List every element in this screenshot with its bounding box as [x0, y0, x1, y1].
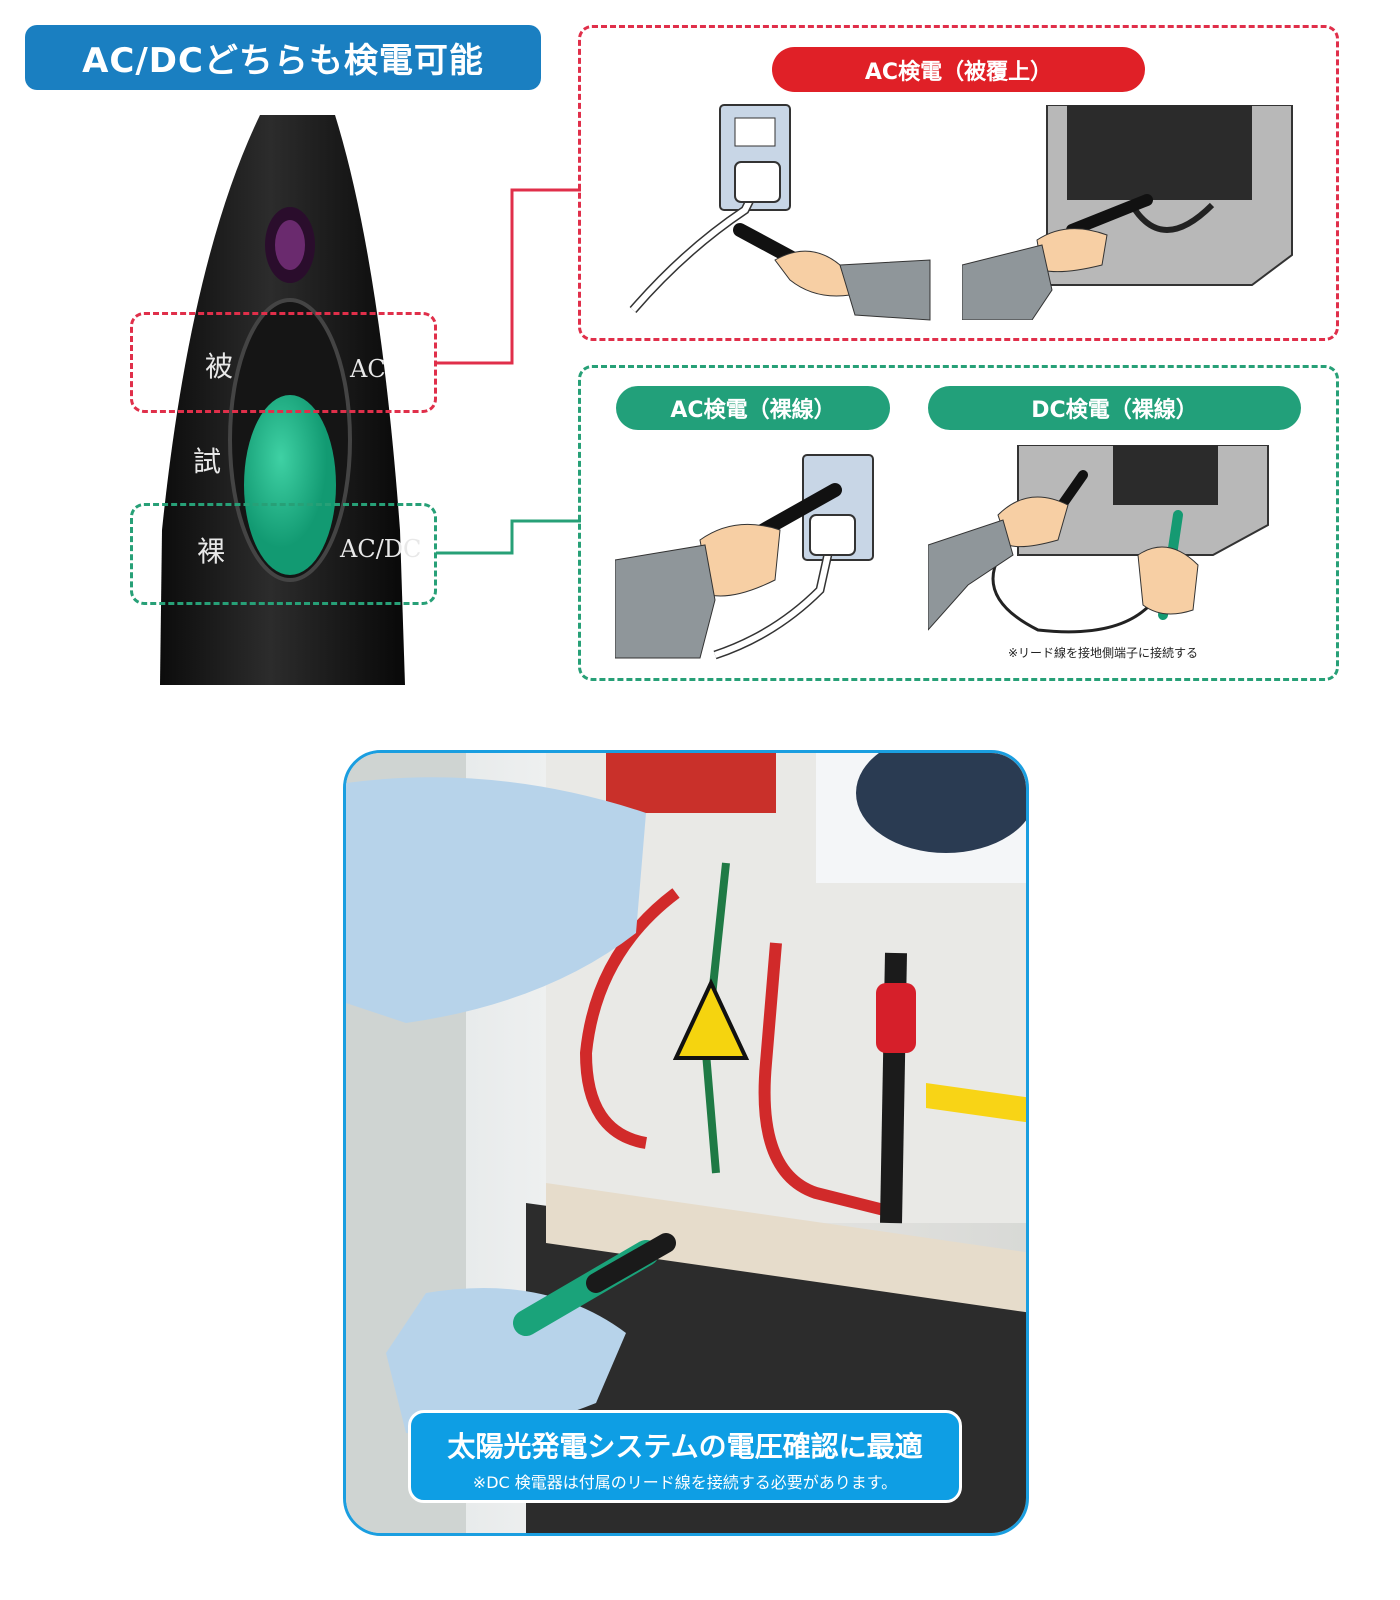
outlet-coated-illustration	[629, 104, 931, 321]
tester-label-coated: 被	[205, 350, 234, 383]
photo-caption: 太陽光発電システムの電圧確認に最適 ※DC 検電器は付属のリード線を接続する必要…	[408, 1410, 962, 1503]
dc-lead-note: ※リード線を接地側端子に接続する	[1008, 646, 1199, 660]
breaker-coated-illustration	[962, 105, 1293, 320]
dc-bare-label: DC検電（裸線）	[928, 386, 1301, 430]
caption-note: ※DC 検電器は付属のリード線を接続する必要があります。	[472, 1473, 898, 1492]
ac-coated-label: AC検電（被覆上）	[772, 47, 1145, 92]
outlet-bare-illustration	[615, 454, 874, 660]
tester-label-ac: AC	[350, 355, 386, 383]
ac-bare-label: AC検電（裸線）	[616, 386, 890, 430]
bare-wire-panel	[578, 365, 1339, 681]
header-title: AC/DCどちらも検電可能	[25, 25, 541, 90]
caption-title: 太陽光発電システムの電圧確認に最適	[447, 1430, 923, 1463]
bare-mode-highlight	[130, 503, 437, 605]
coated-mode-highlight	[130, 312, 437, 413]
tester-label-acdc: AC/DC	[340, 535, 422, 563]
ac-coated-panel	[578, 25, 1339, 341]
tester-label-bare: 裸	[197, 535, 226, 568]
connector-lines	[436, 188, 581, 555]
breaker-bare-illustration	[928, 445, 1269, 634]
voltage-tester-image	[160, 115, 405, 685]
tester-label-test: 試	[193, 445, 222, 478]
